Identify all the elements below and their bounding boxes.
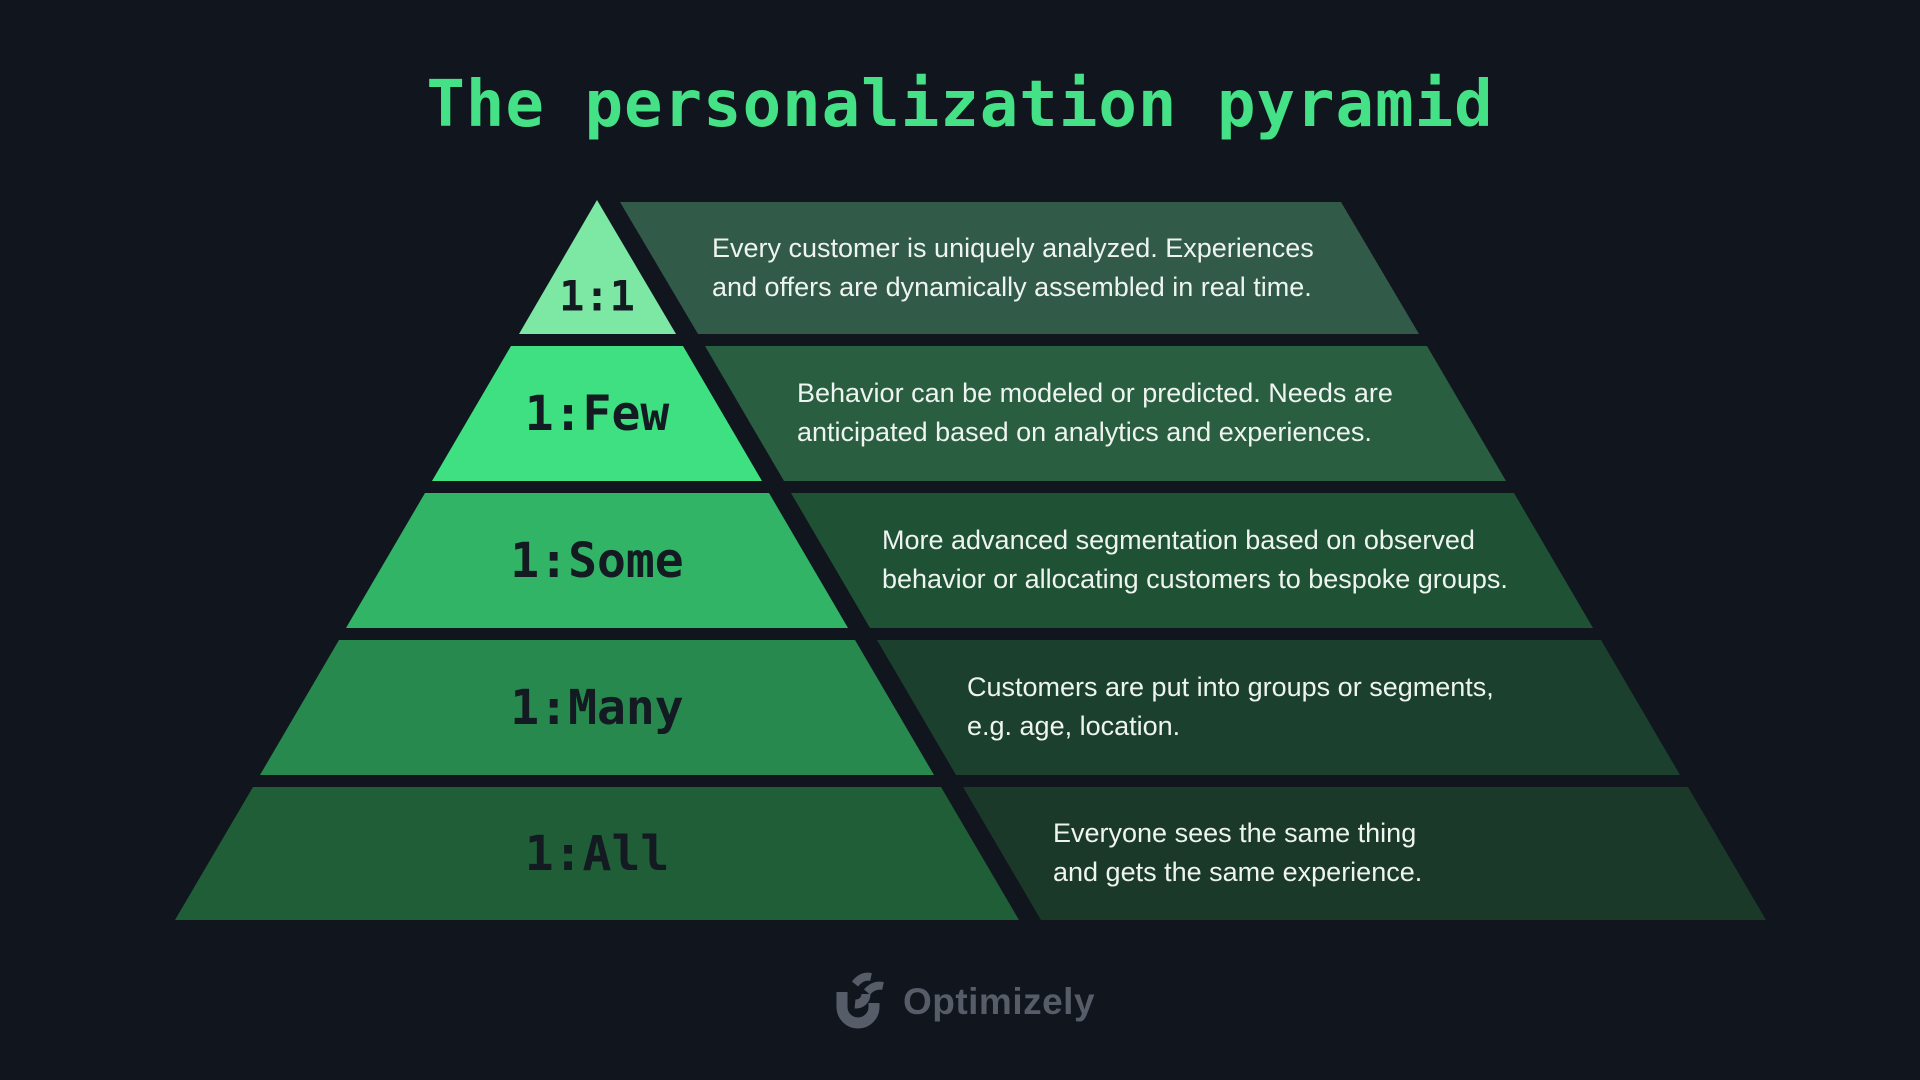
pyramid-level-5-shape (175, 787, 1019, 920)
description-text-4: Customers are put into groups or segment… (967, 668, 1494, 746)
pyramid-level-3-label: 1:Some (510, 533, 684, 589)
description-text-2: Behavior can be modeled or predicted. Ne… (797, 374, 1393, 452)
pyramid-level-1-label: 1:1 (559, 271, 635, 321)
description-band-3 (791, 493, 1593, 628)
description-text-3-line-2: behavior or allocating customers to besp… (882, 564, 1508, 594)
pyramid-level-1-shape (519, 200, 676, 334)
description-text-1: Every customer is uniquely analyzed. Exp… (712, 229, 1314, 307)
description-text-1-line-1: Every customer is uniquely analyzed. Exp… (712, 233, 1314, 263)
description-text-5-line-1: Everyone sees the same thing (1053, 818, 1417, 848)
description-text-3-line-1: More advanced segmentation based on obse… (882, 525, 1475, 555)
description-text-2-line-2: anticipated based on analytics and exper… (797, 417, 1372, 447)
pyramid-level-5-label: 1:All (524, 826, 670, 882)
optimizely-mark-icon (836, 972, 884, 1029)
description-band-1 (620, 202, 1419, 334)
description-band-5 (963, 787, 1766, 920)
pyramid-level-2-shape (432, 346, 762, 481)
pyramid-level-4-label: 1:Many (510, 680, 684, 736)
description-text-4-line-2: e.g. age, location. (967, 711, 1181, 741)
description-band-2 (705, 346, 1506, 481)
description-band-4 (877, 640, 1680, 775)
description-text-3: More advanced segmentation based on obse… (882, 521, 1508, 599)
description-text-5: Everyone sees the same thing and gets th… (1053, 814, 1422, 892)
optimizely-logo: Optimizely (0, 972, 1920, 1032)
page-title: The personalization pyramid (426, 68, 1494, 142)
description-text-4-line-1: Customers are put into groups or segment… (967, 672, 1494, 702)
pyramid-level-3-shape (346, 493, 848, 628)
description-text-5-line-2: and gets the same experience. (1053, 857, 1423, 887)
description-text-1-line-2: and offers are dynamically assembled in … (712, 272, 1312, 302)
optimizely-wordmark: Optimizely (902, 981, 1096, 1022)
pyramid-level-2-label: 1:Few (524, 386, 670, 442)
description-text-2-line-1: Behavior can be modeled or predicted. Ne… (797, 378, 1393, 408)
pyramid-level-4-shape (260, 640, 934, 775)
